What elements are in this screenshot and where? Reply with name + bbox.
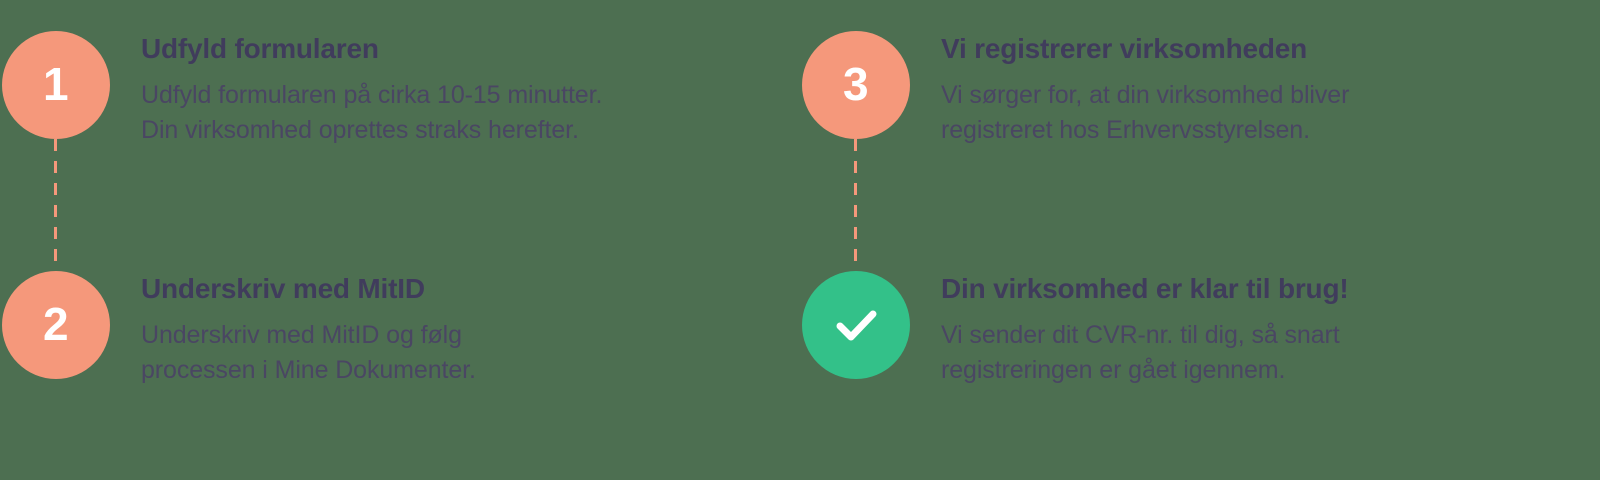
step-body-3: Vi sørger for, at din virksomhed bliver …	[941, 78, 1591, 148]
step-text-3: Vi registrerer virksomheden Vi sørger fo…	[941, 32, 1591, 148]
right-column: 3 Vi registrerer virksomheden Vi sørger …	[800, 0, 1600, 480]
step-text-2: Underskriv med MitID Underskriv med MitI…	[141, 272, 791, 388]
step-body-4: Vi sender dit CVR-nr. til dig, så snart …	[941, 318, 1591, 388]
step-item-1: 1 Udfyld formularen Udfyld formularen på…	[0, 0, 800, 271]
step-text-4: Din virksomhed er klar til brug! Vi send…	[941, 272, 1591, 388]
step-item-4: Din virksomhed er klar til brug! Vi send…	[800, 240, 1600, 480]
step-connector-1-to-2	[54, 139, 57, 271]
step-title-2: Underskriv med MitID	[141, 273, 425, 304]
check-icon	[836, 310, 877, 341]
step-connector-3-to-4	[854, 139, 857, 271]
step-number-1: 1	[42, 58, 70, 110]
step-item-2: 2 Underskriv med MitID Underskriv med Mi…	[0, 240, 800, 480]
step-body-line: Vi sender dit CVR-nr. til dig, så snart	[941, 321, 1340, 349]
step-marker-2: 2	[2, 271, 110, 379]
step-body-line: processen i Mine Dokumenter.	[141, 356, 476, 384]
step-marker-1: 1	[2, 31, 110, 139]
step-marker-3: 3	[802, 31, 910, 139]
step-number-2: 2	[42, 298, 70, 350]
left-column: 1 Udfyld formularen Udfyld formularen på…	[0, 0, 800, 480]
step-body-line: Vi sørger for, at din virksomhed bliver	[941, 81, 1350, 109]
step-body-line: Din virksomhed oprettes straks herefter.	[141, 116, 579, 144]
step-body-line: registreringen er gået igennem.	[941, 356, 1286, 384]
step-title-4: Din virksomhed er klar til brug!	[941, 273, 1349, 304]
step-item-3: 3 Vi registrerer virksomheden Vi sørger …	[800, 0, 1600, 271]
step-body-line: Underskriv med MitID og følg	[141, 321, 462, 349]
step-title-1: Udfyld formularen	[141, 33, 379, 64]
step-body-1: Udfyld formularen på cirka 10-15 minutte…	[141, 78, 791, 148]
step-number-3: 3	[842, 58, 870, 110]
step-body-2: Underskriv med MitID og følg processen i…	[141, 318, 791, 388]
step-marker-4-complete	[802, 271, 910, 379]
step-text-1: Udfyld formularen Udfyld formularen på c…	[141, 32, 791, 148]
step-body-line: Udfyld formularen på cirka 10-15 minutte…	[141, 81, 603, 109]
step-title-3: Vi registrerer virksomheden	[941, 33, 1308, 64]
step-body-line: registreret hos Erhvervsstyrelsen.	[941, 116, 1310, 144]
